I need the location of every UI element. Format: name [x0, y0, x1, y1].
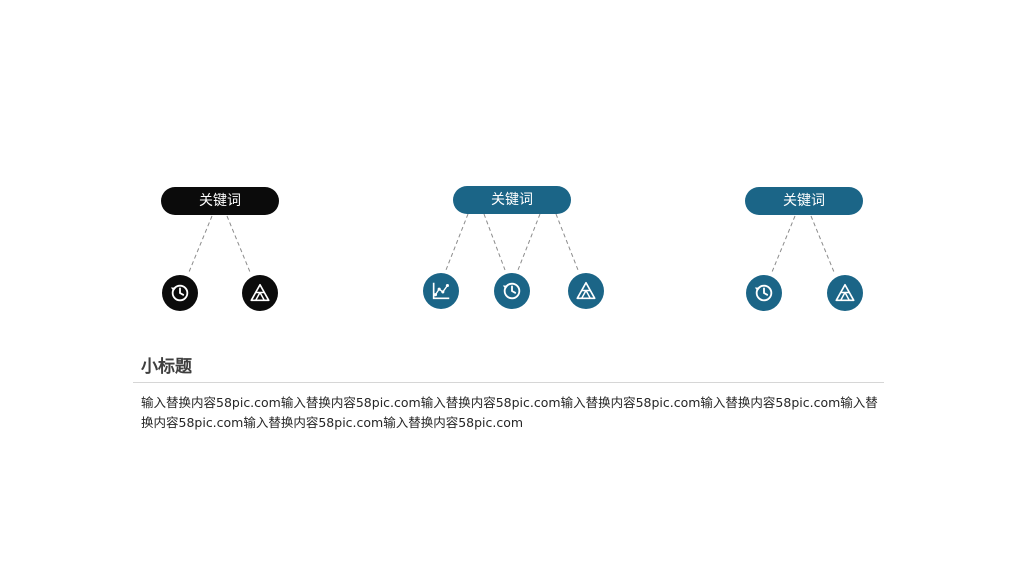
- connector-line: [445, 213, 469, 271]
- history-icon: [494, 273, 530, 309]
- connector-line: [483, 213, 506, 271]
- triangle-icon: [242, 275, 278, 311]
- divider: [133, 382, 884, 383]
- connector-line: [555, 213, 579, 271]
- subtitle: 小标题: [141, 357, 192, 377]
- keyword-pill-1: 关键词: [161, 187, 279, 215]
- body-text: 输入替换内容58pic.com输入替换内容58pic.com输入替换内容58pi…: [141, 395, 878, 430]
- history-icon: [162, 275, 198, 311]
- history-icon: [746, 275, 782, 311]
- connector-line: [226, 215, 251, 273]
- connector-line: [517, 213, 541, 271]
- connector-line: [771, 215, 796, 273]
- connector-line: [810, 215, 835, 273]
- keyword-pill-3: 关键词: [745, 187, 863, 215]
- connector-line: [188, 215, 213, 273]
- triangle-icon: [568, 273, 604, 309]
- triangle-icon: [827, 275, 863, 311]
- chart-icon: [423, 273, 459, 309]
- keyword-pill-2: 关键词: [453, 186, 571, 214]
